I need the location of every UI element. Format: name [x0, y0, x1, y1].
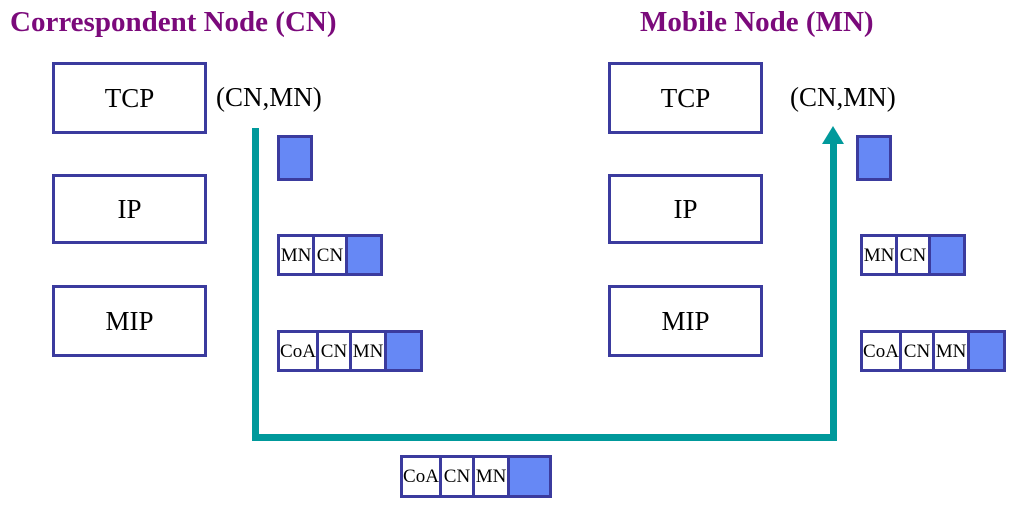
mn-stack-box-ip: IP	[608, 174, 763, 244]
mobile-node-title: Mobile Node (MN)	[640, 6, 874, 38]
packet-field-payload	[928, 234, 966, 276]
cn-stack-box-tcp: TCP	[52, 62, 207, 134]
correspondent-node-title: Correspondent Node (CN)	[10, 6, 337, 38]
packet-field-cn: CN	[439, 455, 475, 498]
packet-field-cn: CN	[899, 330, 935, 372]
cn-packet-ip: MN CN	[277, 234, 383, 276]
packet-field-coa: CoA	[400, 455, 442, 498]
cn-packet-payload	[277, 135, 313, 181]
packet-field-mn: MN	[349, 330, 387, 372]
packet-field-mn: MN	[860, 234, 898, 276]
packet-field-payload	[856, 135, 892, 181]
flow-segment-down	[252, 128, 259, 441]
packet-field-mn: MN	[472, 455, 510, 498]
flow-segment-across	[252, 434, 837, 441]
mn-endpoint-label: (CN,MN)	[790, 82, 896, 112]
cn-packet-mip: CoA CN MN	[277, 330, 423, 372]
packet-field-coa: CoA	[860, 330, 902, 372]
packet-field-payload	[277, 135, 313, 181]
packet-field-mn: MN	[932, 330, 970, 372]
packet-field-coa: CoA	[277, 330, 319, 372]
packet-field-payload	[507, 455, 552, 498]
packet-field-payload	[967, 330, 1006, 372]
packet-field-cn: CN	[895, 234, 931, 276]
flow-segment-up	[830, 143, 837, 441]
mn-packet-payload	[856, 135, 892, 181]
packet-field-payload	[345, 234, 383, 276]
packet-field-mn: MN	[277, 234, 315, 276]
mn-stack-box-tcp: TCP	[608, 62, 763, 134]
wire-packet-mip: CoA CN MN	[400, 455, 552, 498]
cn-endpoint-label: (CN,MN)	[216, 82, 322, 112]
flow-arrowhead-icon	[822, 126, 844, 144]
mn-packet-mip: CoA CN MN	[860, 330, 1006, 372]
packet-field-payload	[384, 330, 423, 372]
mn-packet-ip: MN CN	[860, 234, 966, 276]
mn-stack-box-mip: MIP	[608, 285, 763, 357]
packet-field-cn: CN	[312, 234, 348, 276]
cn-stack-box-mip: MIP	[52, 285, 207, 357]
cn-stack-box-ip: IP	[52, 174, 207, 244]
packet-field-cn: CN	[316, 330, 352, 372]
